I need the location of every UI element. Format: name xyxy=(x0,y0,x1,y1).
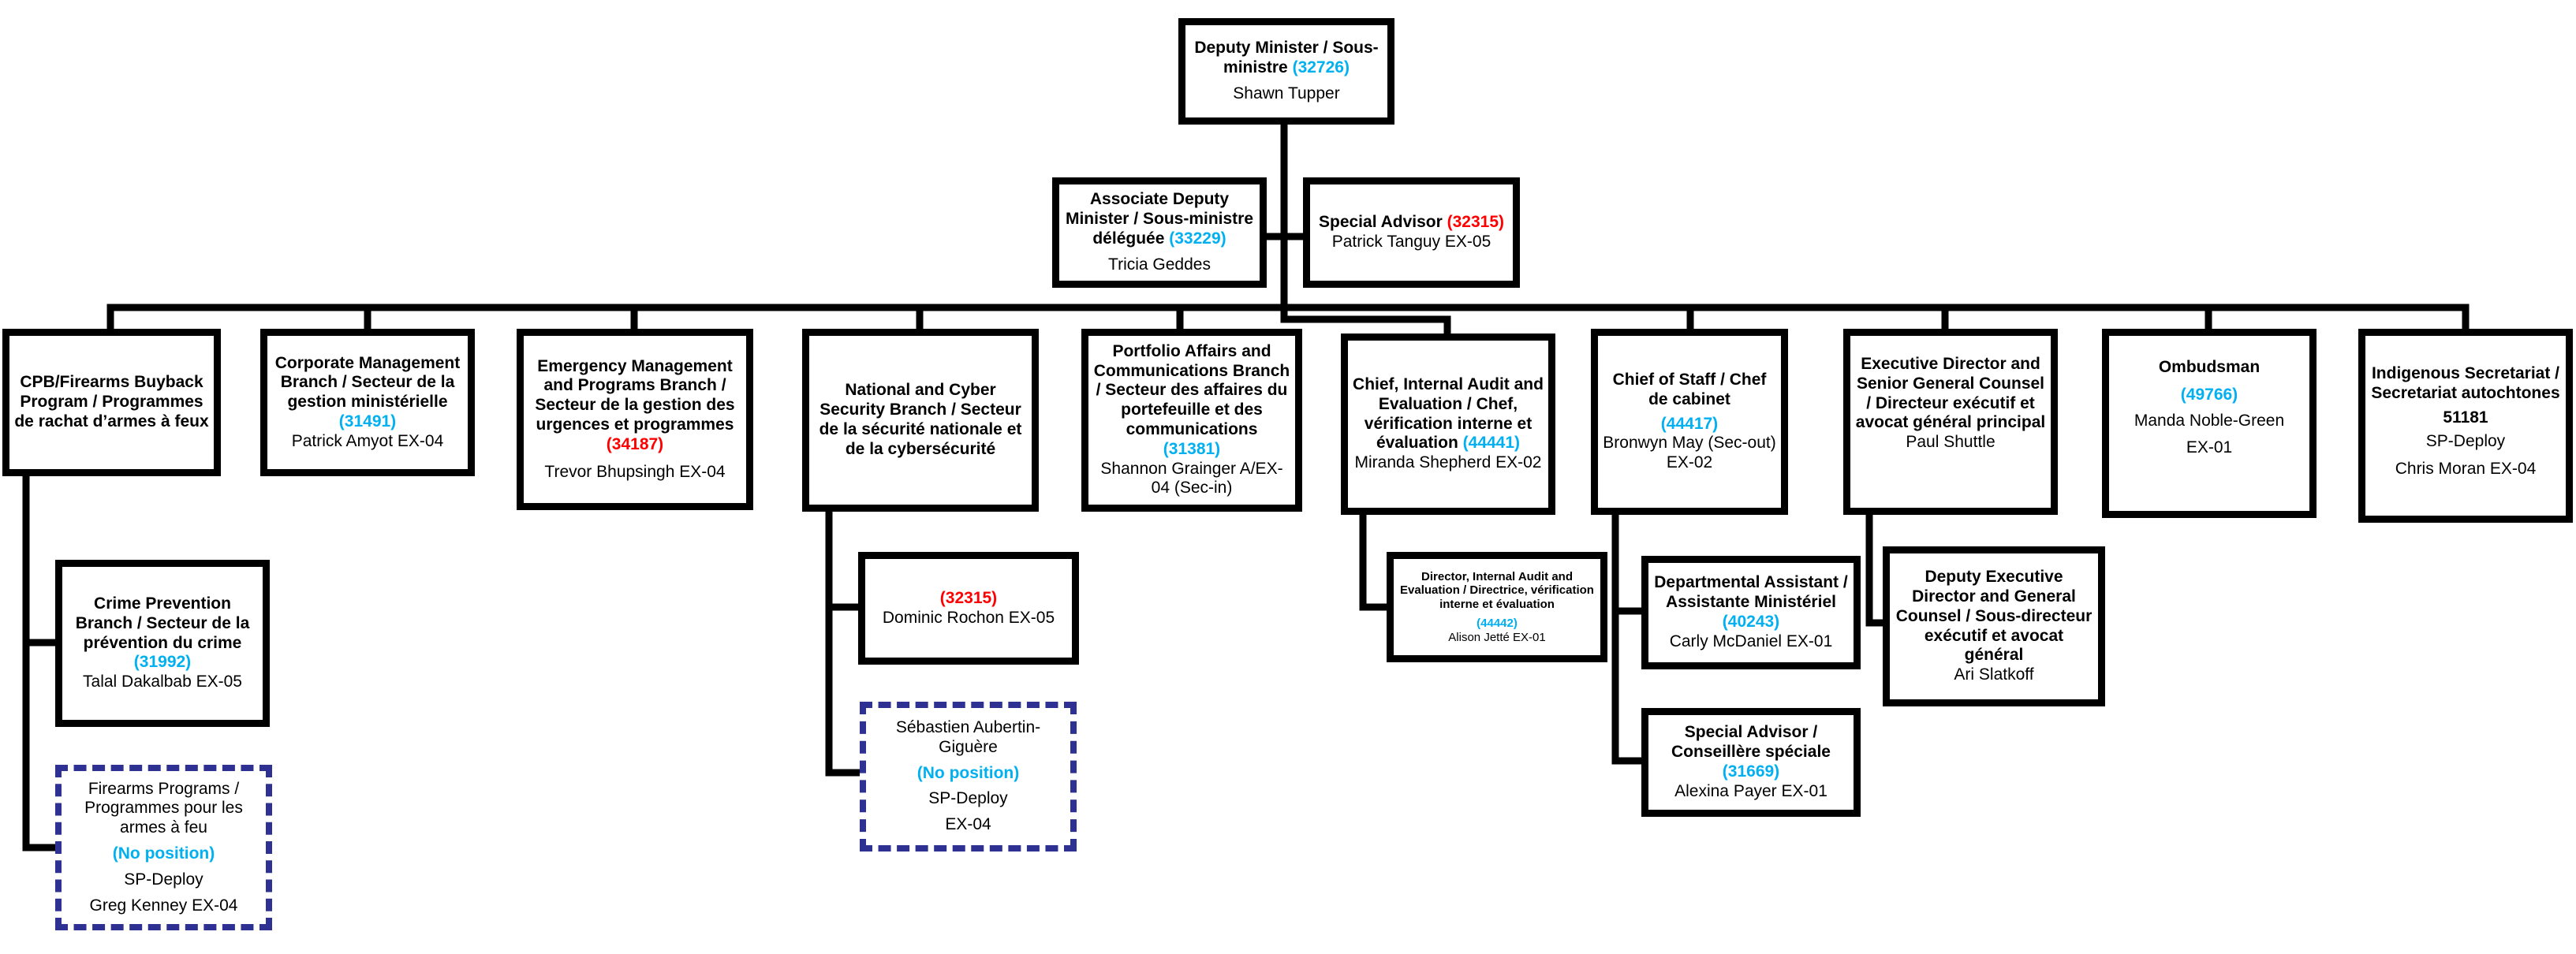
box-title: Indigenous Secretariat / Secretariat aut… xyxy=(2371,364,2560,402)
deployment-type: SP-Deploy xyxy=(928,789,1008,808)
position-code: (49766) xyxy=(2180,385,2238,404)
position-code: (31381) xyxy=(1163,439,1221,458)
deputy-executive-director-box[interactable]: Deputy Executive Director and General Co… xyxy=(1883,546,2105,706)
no-position-note: (No position) xyxy=(112,844,215,863)
box-title: Executive Director and Senior General Co… xyxy=(1855,355,2046,432)
person-name: Paul Shuttle xyxy=(1906,433,1995,452)
box-title: CPB/Firearms Buyback Program / Programme… xyxy=(14,373,209,430)
executive-director-box[interactable]: Executive Director and Senior General Co… xyxy=(1843,329,2058,515)
associate-deputy-minister-box[interactable]: Associate Deputy Minister / Sous-ministr… xyxy=(1052,177,1267,288)
deployment-type: SP-Deploy xyxy=(2425,432,2506,451)
box-title: Chief, Internal Audit and Evaluation / C… xyxy=(1353,375,1544,453)
person-name: Sébastien Aubertin-Giguère xyxy=(895,718,1041,756)
person-name: Shannon Grainger A/EX-04 (Sec-in) xyxy=(1100,459,1283,497)
position-code: (34187) xyxy=(606,434,664,453)
box-title: Emergency Management and Programs Branch… xyxy=(535,356,735,434)
emergency-management-box[interactable]: Emergency Management and Programs Branch… xyxy=(517,329,753,510)
director-internal-audit-box[interactable]: Director, Internal Audit and Evaluation … xyxy=(1387,552,1607,662)
person-name: Chris Moran EX-04 xyxy=(2395,460,2537,479)
person-name: Patrick Tanguy EX-05 xyxy=(1331,233,1491,251)
deputy-minister-box[interactable]: Deputy Minister / Sous-ministre (32726) … xyxy=(1178,18,1394,125)
chief-of-staff-box[interactable]: Chief of Staff / Chef de cabinet (44417)… xyxy=(1591,329,1788,515)
person-name: Bronwyn May (Sec-out) xyxy=(1603,434,1776,453)
position-code: 51181 xyxy=(2443,408,2488,427)
person-name: Dominic Rochon EX-05 xyxy=(882,608,1055,627)
departmental-assistant-box[interactable]: Departmental Assistant / Assistante Mini… xyxy=(1641,556,1861,669)
box-title: Deputy Minister / Sous-ministre xyxy=(1194,39,1379,77)
box-title: Special Advisor / Conseillère spéciale xyxy=(1671,723,1831,762)
portfolio-affairs-box[interactable]: Portfolio Affairs and Communications Bra… xyxy=(1081,329,1302,512)
box-title: National and Cyber Security Branch / Sec… xyxy=(819,381,1022,458)
person-name: Patrick Amyot EX-04 xyxy=(291,431,444,450)
position-code: (31992) xyxy=(133,653,192,672)
ombudsman-box[interactable]: Ombudsman (49766) Manda Noble-Green EX-0… xyxy=(2102,329,2317,518)
person-name: Trevor Bhupsingh EX-04 xyxy=(544,462,726,481)
box-title: Departmental Assistant / Assistante Mini… xyxy=(1654,573,1848,612)
box-title: Deputy Executive Director and General Co… xyxy=(1895,568,2093,665)
box-title: Ombudsman xyxy=(2158,358,2261,376)
level: EX-01 xyxy=(2186,438,2233,457)
person-name: Shawn Tupper xyxy=(1233,84,1340,102)
corporate-management-box[interactable]: Corporate Management Branch / Secteur de… xyxy=(260,329,475,476)
person-name: Tricia Geddes xyxy=(1108,255,1211,274)
position-code: (32315) xyxy=(1447,213,1505,232)
position-code: (31491) xyxy=(338,412,397,430)
person-name: Carly McDaniel EX-01 xyxy=(1669,632,1833,650)
box-title: Associate Deputy Minister / Sous-ministr… xyxy=(1065,190,1254,248)
position-code: (32315) xyxy=(939,588,998,607)
position-code: (33229) xyxy=(1169,229,1226,248)
box-title: Portfolio Affairs and Communications Bra… xyxy=(1093,341,1290,438)
person-name: Manda Noble-Green xyxy=(2134,411,2285,430)
cpb-firearms-buyback-box[interactable]: CPB/Firearms Buyback Program / Programme… xyxy=(2,329,221,476)
box-title: Firearms Programs / Programmes pour les … xyxy=(84,779,243,837)
person-name: Greg Kenney EX-04 xyxy=(89,896,238,915)
no-position-note: (No position) xyxy=(917,763,1020,782)
position-code: (40243) xyxy=(1722,613,1780,631)
person-name: Miranda Shepherd EX-02 xyxy=(1354,453,1542,472)
chief-internal-audit-box[interactable]: Chief, Internal Audit and Evaluation / C… xyxy=(1341,334,1555,515)
level: EX-02 xyxy=(1666,453,1713,472)
person-name: Talal Dakalbab EX-05 xyxy=(83,673,242,691)
box-title: Special Advisor xyxy=(1318,213,1443,232)
position-code: (44417) xyxy=(1660,414,1719,433)
crime-prevention-box[interactable]: Crime Prevention Branch / Secteur de la … xyxy=(55,560,270,727)
deployment-type: SP-Deploy xyxy=(124,870,203,889)
position-code: (32726) xyxy=(1292,58,1350,77)
person-name: Ari Slatkoff xyxy=(1954,665,2034,684)
box-title: Crime Prevention Branch / Secteur de la … xyxy=(75,594,250,652)
special-advisor-2-box[interactable]: Special Advisor / Conseillère spéciale (… xyxy=(1641,708,1861,817)
position-code: (44441) xyxy=(1462,434,1521,453)
firearms-programs-box[interactable]: Firearms Programs / Programmes pour les … xyxy=(55,765,272,930)
person-name: Alison Jetté EX-01 xyxy=(1448,630,1546,644)
level: EX-04 xyxy=(945,815,991,834)
position-code: (31669) xyxy=(1722,762,1780,781)
ncs-aubertin-box[interactable]: Sébastien Aubertin-Giguère (No position)… xyxy=(860,702,1077,852)
special-advisor-box[interactable]: Special Advisor (32315) Patrick Tanguy E… xyxy=(1303,177,1520,288)
indigenous-secretariat-box[interactable]: Indigenous Secretariat / Secretariat aut… xyxy=(2358,329,2573,523)
box-title: Director, Internal Audit and Evaluation … xyxy=(1400,569,1594,612)
national-cyber-security-box[interactable]: National and Cyber Security Branch / Sec… xyxy=(802,329,1039,512)
position-code: (44442) xyxy=(1477,616,1518,630)
ncs-rochon-box[interactable]: (32315) Dominic Rochon EX-05 xyxy=(858,552,1079,665)
box-title: Chief of Staff / Chef de cabinet xyxy=(1612,371,1767,408)
person-name: Alexina Payer EX-01 xyxy=(1674,781,1827,800)
box-title: Corporate Management Branch / Secteur de… xyxy=(274,353,461,412)
